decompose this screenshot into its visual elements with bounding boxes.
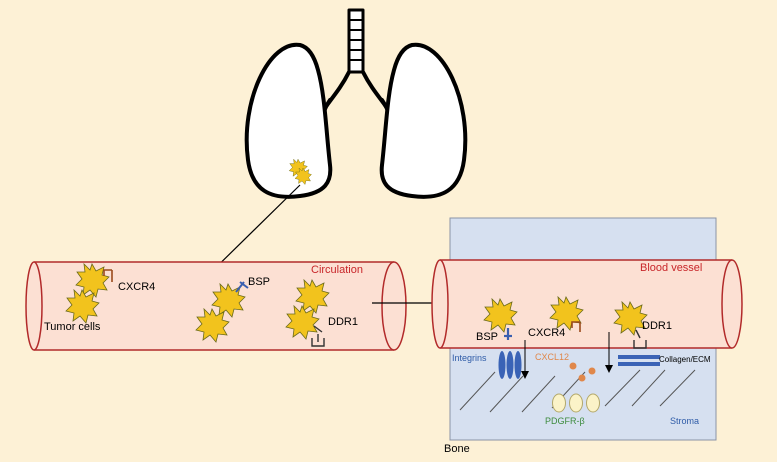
label-ddr1-left: DDR1 [328,316,358,328]
bsp-receptor-left [235,281,249,293]
label-cxcr4-left: CXCR4 [118,281,155,293]
label-collagen: Collagen/ECM [659,355,711,364]
label-integrins: Integrins [452,353,487,363]
stroma-hatching [459,369,696,413]
pdgfr-cells [552,393,600,413]
label-ddr1-right: DDR1 [642,320,672,332]
circulation-vessel [25,261,407,351]
label-cxcr4-right: CXCR4 [528,327,565,339]
label-blood-vessel: Blood vessel [640,262,702,274]
ddr1-receptor-right [633,329,647,349]
receptor-icon [103,269,113,282]
label-bsp-right: BSP [476,331,498,343]
cxcr4-receptor-right [571,321,581,332]
lung-icon [244,8,468,199]
label-cxcl12: CXCL12 [535,352,569,362]
label-circulation: Circulation [311,264,363,276]
integrins [498,351,522,379]
label-tumor-cells: Tumor cells [44,321,101,333]
ddr1-receptor-left [311,325,325,347]
bsp-receptor-right [504,328,512,340]
collagen-ecm [618,355,660,366]
label-bsp-left: BSP [248,276,270,288]
cxcl12-dots [569,362,596,382]
label-bone: Bone [444,443,470,455]
label-pdgfr: PDGFR-β [545,416,585,426]
label-stroma: Stroma [670,416,699,426]
blood-vessel [431,259,743,349]
